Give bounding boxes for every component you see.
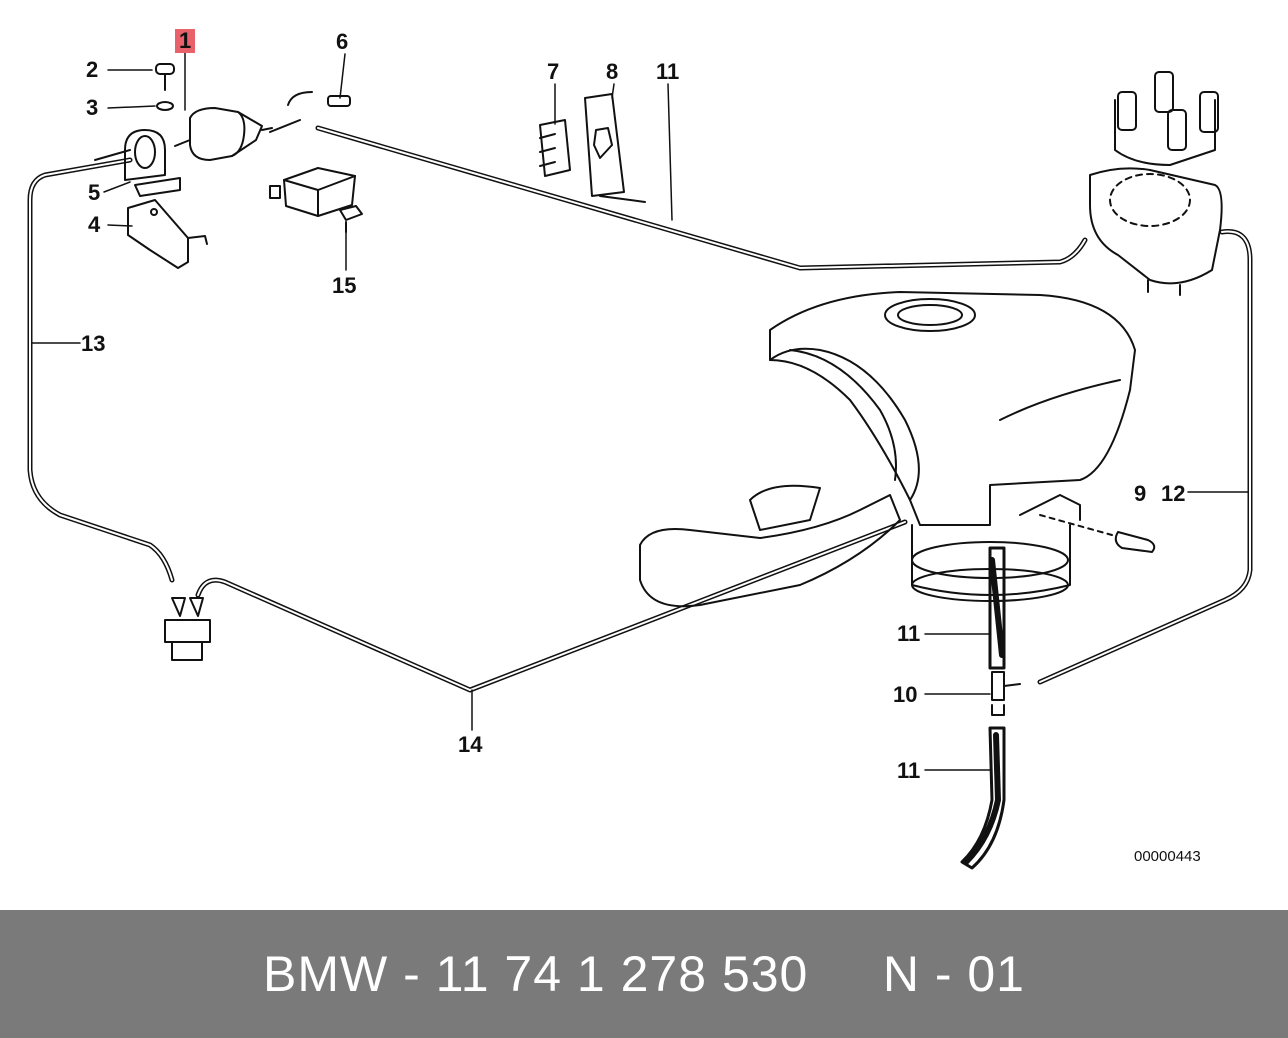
callout-1: 1 (175, 29, 196, 53)
diagram-drawing (27, 51, 1253, 870)
callout-8: 8 (606, 59, 619, 84)
callout-11-top: 11 (656, 59, 680, 84)
hose-11-lower (960, 726, 1006, 870)
bracket-part-4 (127, 199, 208, 269)
plate-part-8 (584, 93, 646, 203)
callout-5: 5 (88, 180, 101, 205)
switch-valve-part-15 (269, 167, 363, 233)
t-connector-part-10 (991, 671, 1021, 716)
leader-lines (31, 51, 1249, 771)
callout-4: 4 (88, 212, 101, 237)
part-number-footer: BMW - 11 74 1 278 530 N - 01 (0, 910, 1288, 1038)
clip-part-7 (539, 119, 571, 177)
callout-11-bottom: 11 (897, 758, 921, 783)
callout-11-middle: 11 (897, 621, 921, 646)
connector-part-6 (269, 91, 351, 133)
hose-11-vertical (988, 546, 1006, 670)
callout-7: 7 (547, 59, 560, 84)
callout-10: 10 (893, 682, 918, 707)
callout-3: 3 (86, 95, 99, 120)
plug-part-9 (1039, 514, 1156, 553)
callout-14: 14 (458, 732, 483, 757)
part-number-text: BMW - 11 74 1 278 530 N - 01 (263, 946, 1025, 1002)
screw-part-2 (155, 63, 175, 91)
intake-duct (639, 484, 901, 608)
callout-12: 12 (1161, 481, 1186, 506)
callout-15: 15 (332, 273, 357, 298)
parts-diagram: 1 2 3 4 5 6 7 8 11 15 13 9 12 11 10 11 1… (27, 28, 1253, 870)
diagram-code: 00000443 (1134, 848, 1201, 865)
thermo-switch (164, 597, 211, 661)
callout-9: 9 (1134, 481, 1147, 506)
air-cleaner-housing (769, 291, 1136, 526)
washer-part-3 (156, 101, 174, 111)
hose-11-top (315, 125, 1088, 271)
clamp-part-5 (94, 129, 181, 197)
callout-2: 2 (86, 57, 99, 82)
valve-part-1 (174, 107, 273, 161)
callout-13: 13 (81, 331, 106, 356)
hose-13 (27, 157, 175, 583)
distributor-cap (1089, 71, 1223, 296)
hose-14 (195, 519, 908, 693)
callout-6: 6 (336, 29, 349, 54)
